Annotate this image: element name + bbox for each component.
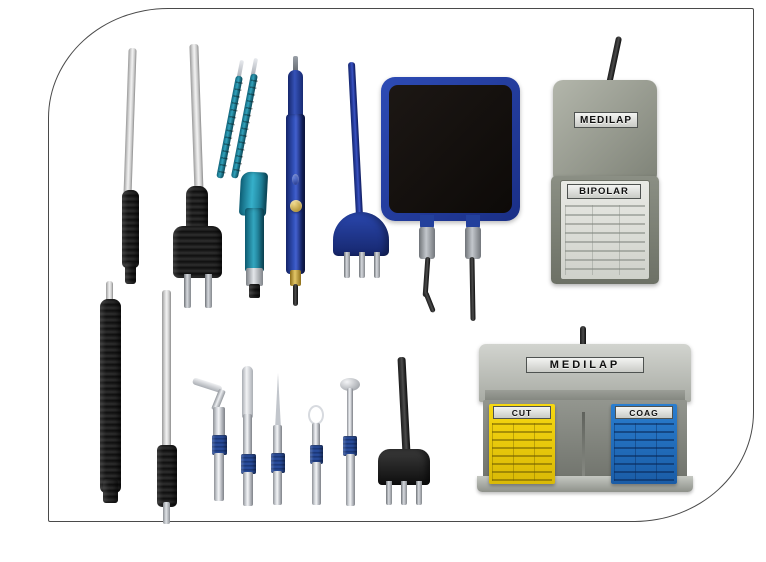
pencil-cut-button (292, 174, 299, 185)
cable-banana-connector (112, 47, 148, 288)
bipolar-treadle: BIPOLAR (560, 180, 650, 280)
plug-body (378, 449, 430, 485)
electrode-collar (343, 436, 357, 456)
plug-prong (416, 481, 422, 505)
cable-two-pin-plug (168, 43, 230, 308)
black-instrument-handle (97, 281, 127, 513)
black-three-pin-plug-cable (375, 356, 433, 507)
bipolar-foot-switch: MEDILAP BIPOLAR (549, 35, 669, 286)
blue-three-pin-plug-cable (330, 61, 394, 278)
pencil-coag-button (290, 200, 302, 212)
electrode-tip-angled-blade (191, 375, 233, 505)
coag-pedal: COAG (611, 404, 677, 484)
bipolar-pedal-brand-text: MEDILAP (580, 114, 632, 126)
electrode-collar (310, 445, 323, 464)
pad-conductive-face (389, 85, 512, 213)
cut-pedal-plate: CUT (493, 406, 551, 419)
electrode-tip-loop (303, 405, 329, 505)
plug-body (333, 212, 389, 256)
cut-pedal-text: CUT (511, 407, 533, 418)
cable-black-barrel-connector (152, 290, 184, 524)
electrode-tip-needle (266, 373, 292, 505)
bipolar-function-text: BIPOLAR (579, 186, 629, 197)
plug-prong (344, 252, 350, 278)
electrode-tip-flat-blade (235, 366, 263, 506)
coag-pedal-text: COAG (629, 407, 659, 418)
coag-pedal-plate: COAG (615, 406, 673, 419)
dual-pedal-cable (580, 326, 586, 348)
plug-prong (374, 252, 380, 278)
pad-connector (419, 227, 435, 259)
loop-wire (308, 405, 324, 425)
image-frame-border (48, 8, 754, 522)
plug-prong (386, 481, 392, 505)
plug-prong (184, 274, 191, 308)
dual-pedal-brand-text: MEDILAP (549, 359, 621, 371)
dual-pedal-brand-plate: MEDILAP (526, 357, 644, 373)
ball-tip (340, 378, 360, 391)
electrode-collar (212, 435, 227, 455)
return-electrode-pad (381, 77, 526, 322)
pedal-cable (605, 35, 623, 87)
dual-foot-switch: MEDILAP CUT COAG (463, 326, 703, 511)
electrosurgical-pencil (280, 56, 314, 306)
bipolar-forceps (216, 57, 288, 298)
electrode-collar (271, 453, 285, 473)
electrode-collar (241, 454, 256, 474)
bipolar-function-plate: BIPOLAR (567, 184, 641, 199)
plug-prong (401, 481, 407, 505)
bipolar-pedal-brand-plate: MEDILAP (574, 112, 638, 128)
cut-pedal: CUT (489, 404, 555, 484)
plug-prong (205, 274, 212, 308)
electrode-tip-ball (336, 378, 366, 506)
pad-connector (465, 227, 481, 259)
plug-prong (359, 252, 365, 278)
